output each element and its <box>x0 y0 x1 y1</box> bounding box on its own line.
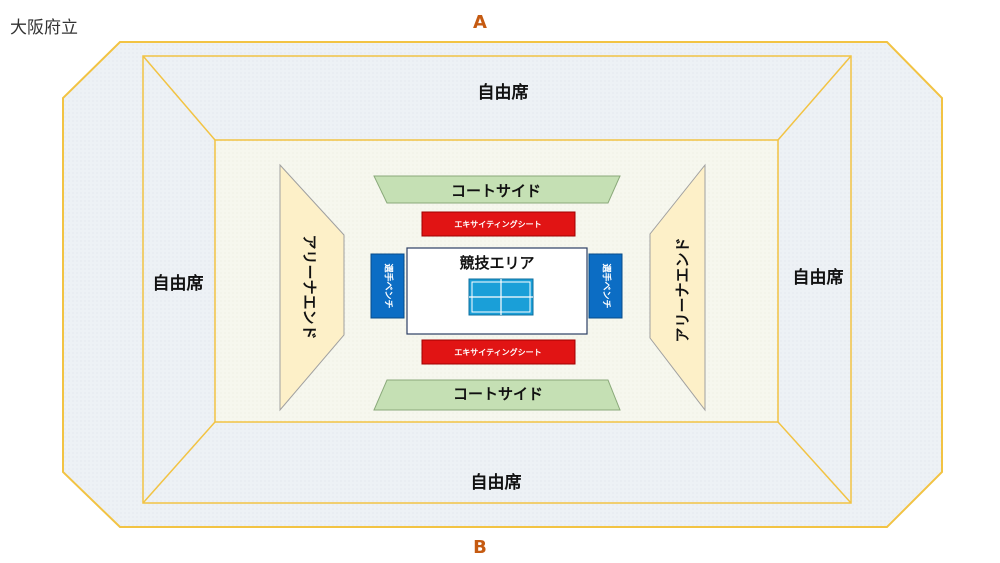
stand-ring-outline <box>142 55 852 504</box>
court-icon <box>468 278 534 316</box>
arena-end-right[interactable] <box>649 163 706 412</box>
court-side-bottom-label: コートサイド <box>453 385 543 403</box>
free-seat-bottom-label[interactable]: 自由席 <box>471 472 522 493</box>
venue-title: 大阪府立 <box>10 18 78 38</box>
court-side-top-label: コートサイド <box>451 182 541 200</box>
exciting-seat-bottom-label: エキサイティングシート <box>454 347 541 357</box>
exciting-seat-top[interactable] <box>421 211 576 237</box>
competition-area-label: 競技エリア <box>459 254 534 272</box>
player-bench-left[interactable] <box>370 253 405 319</box>
player-bench-left-label: 選手ベンチ <box>383 263 395 308</box>
exciting-seat-bottom[interactable] <box>421 339 576 365</box>
court-side-bottom[interactable] <box>373 379 621 411</box>
free-seat-top-label[interactable]: 自由席 <box>478 82 529 103</box>
player-bench-right[interactable] <box>588 253 623 319</box>
court-side-top[interactable] <box>373 175 621 204</box>
arena-end-right-label: アリーナエンド <box>674 237 692 342</box>
player-bench-right-label: 選手ベンチ <box>601 263 613 308</box>
free-seat-left-label[interactable]: 自由席 <box>153 273 204 294</box>
arena-end-left-label: アリーナエンド <box>301 234 319 339</box>
gate-b-label: B <box>473 537 487 558</box>
free-seat-right-label[interactable]: 自由席 <box>793 267 844 288</box>
exciting-seat-top-label: エキサイティングシート <box>454 219 541 229</box>
arena-end-left[interactable] <box>279 163 345 412</box>
stand-dividers <box>142 55 852 504</box>
gate-a-label: A <box>473 12 487 33</box>
